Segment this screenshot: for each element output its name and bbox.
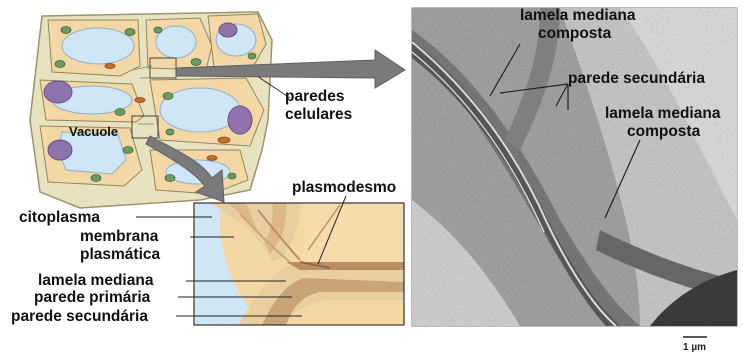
label-secondary-wall: parede secundária [11,308,148,326]
label-cytoplasm: citoplasma [19,209,100,227]
electron-micrograph [412,8,737,337]
label-vacuole: Vacuole [69,123,118,141]
tissue-drawing [30,12,290,208]
label-compound-middle-lamella-top-line1: lamela mediana [520,7,635,25]
label-plasma-membrane-line1: membrana [80,228,158,246]
label-cell-walls-line1: paredes [285,88,344,106]
label-primary-wall: parede primária [34,289,150,307]
label-cell-walls-line2: celulares [285,106,352,124]
label-scale-bar: 1 µm [683,339,706,357]
label-compound-middle-lamella-right-line2: composta [627,123,700,141]
label-compound-middle-lamella-top-line2: composta [538,25,611,43]
label-plasma-membrane-line2: plasmática [80,246,160,264]
label-plasmodesma: plasmodesmo [292,179,396,197]
label-secondary-wall-micrograph: parede secundária [568,70,705,88]
zoom-panel [194,203,404,325]
label-middle-lamella: lamela mediana [38,272,153,290]
label-compound-middle-lamella-right-line1: lamela mediana [605,105,720,123]
